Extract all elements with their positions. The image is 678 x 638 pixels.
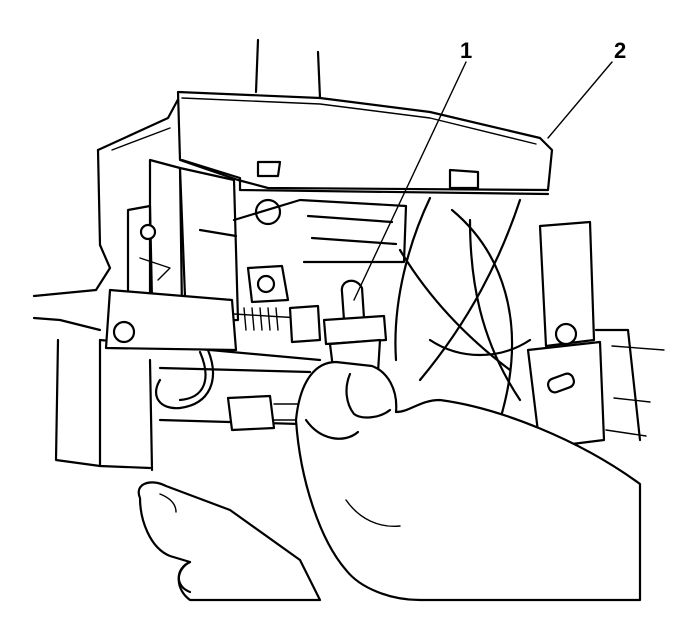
trim-cover xyxy=(176,38,554,196)
left-bracket xyxy=(104,158,240,352)
hand-lower xyxy=(137,481,322,602)
callout-2-label: 2 xyxy=(614,38,626,63)
callout-1-leader xyxy=(353,61,467,301)
callout-leaders xyxy=(353,61,613,301)
callout-2-leader xyxy=(547,61,613,139)
center-mechanism xyxy=(158,198,408,426)
callout-1-label: 1 xyxy=(460,38,472,63)
hand-holding xyxy=(294,360,642,602)
wire-harness xyxy=(155,348,301,432)
right-assembly xyxy=(394,196,665,450)
